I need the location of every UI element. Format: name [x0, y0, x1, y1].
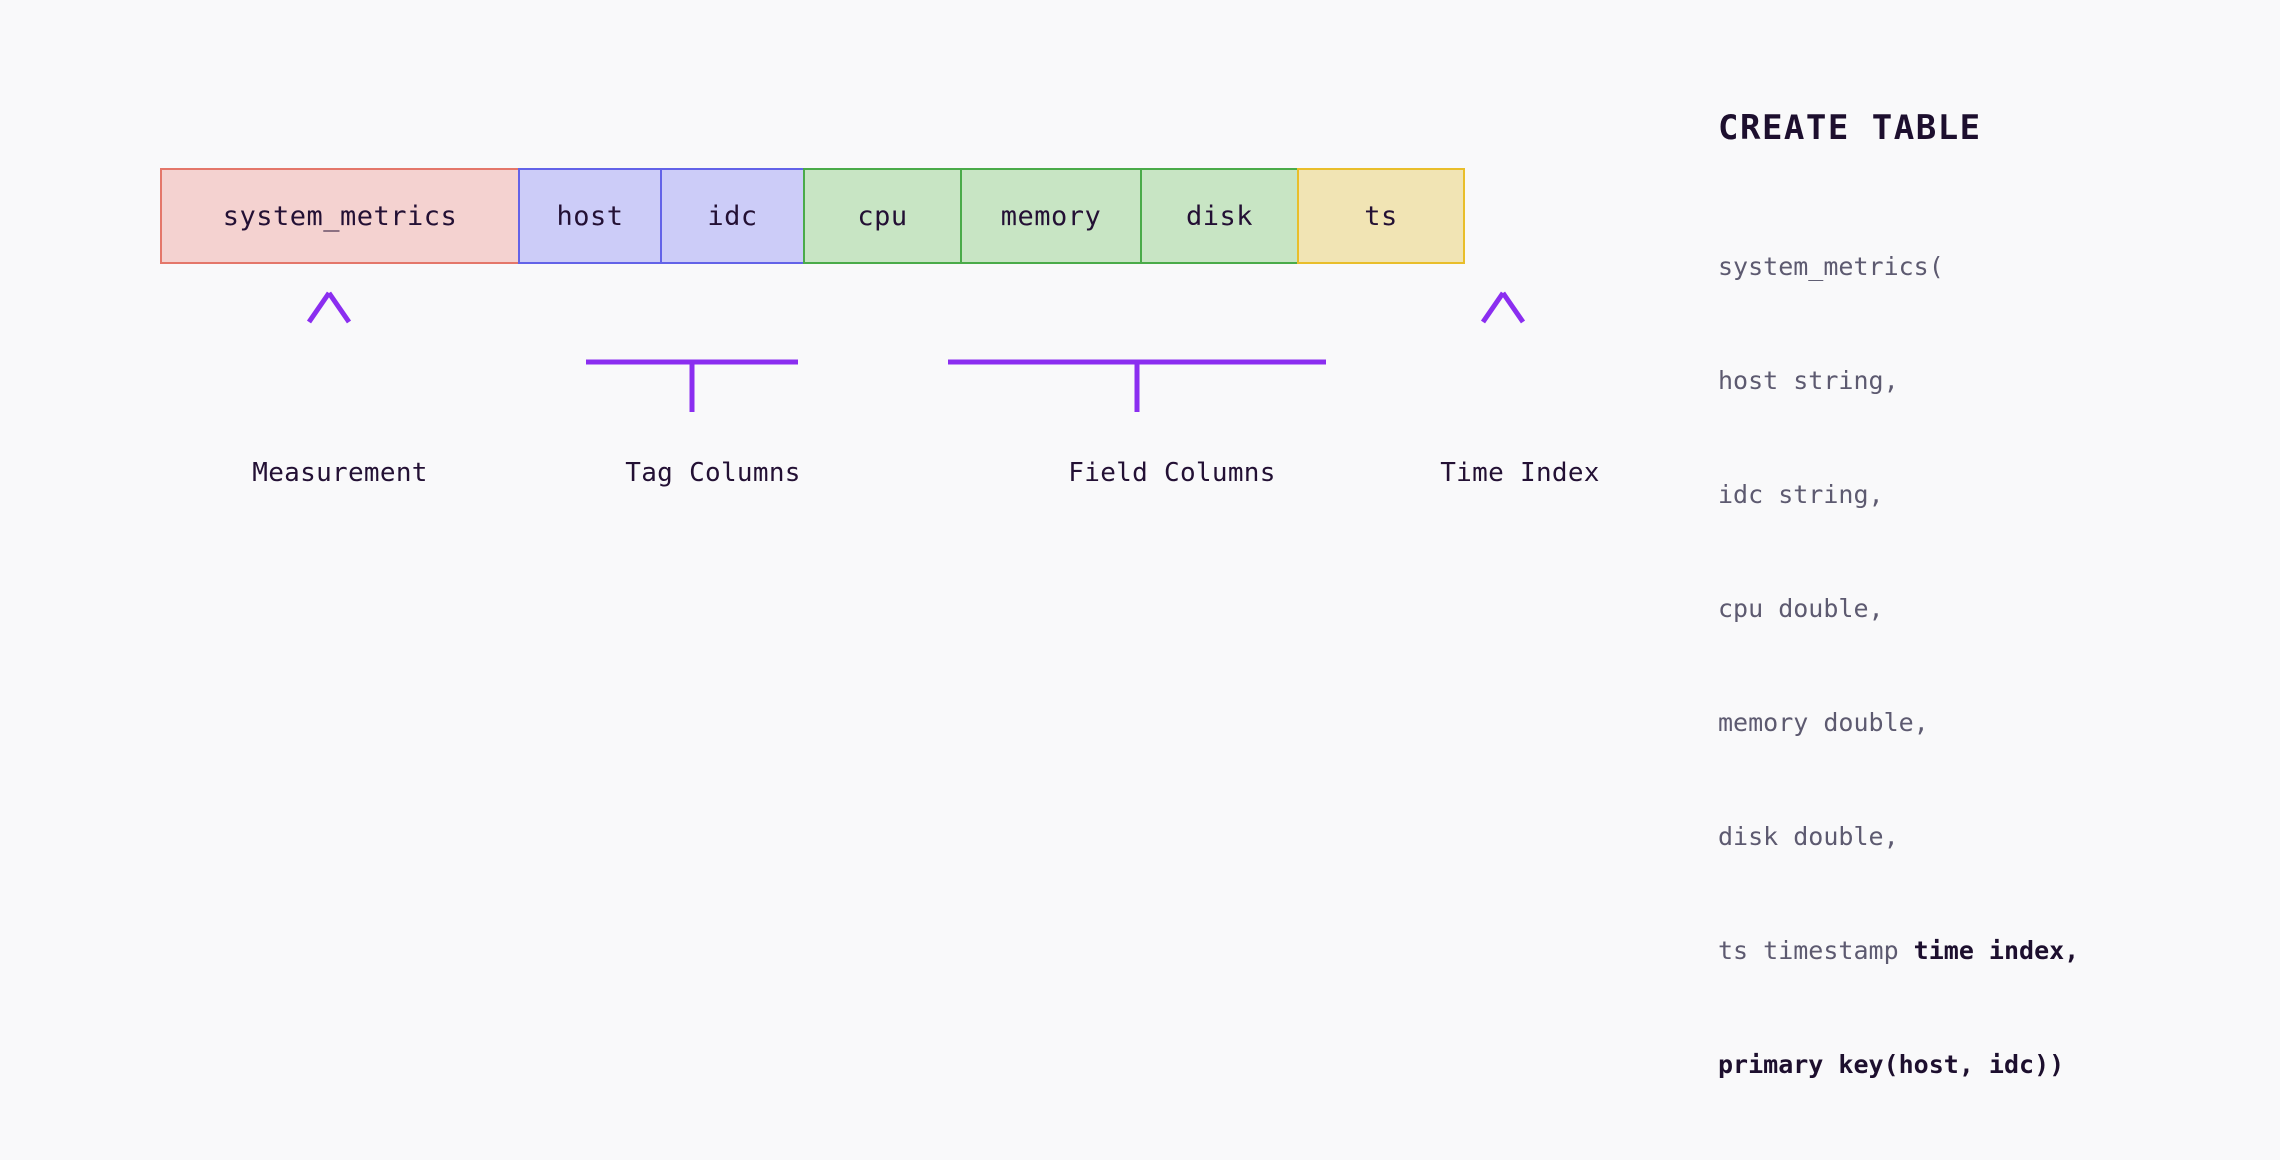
- sql-line-plain: idc string,: [1718, 480, 1884, 509]
- sql-line: ts timestamp time index,: [1718, 932, 2238, 970]
- field-columns-bracket-icon: [948, 299, 1326, 412]
- sql-line: idc string,: [1718, 476, 2238, 514]
- sql-line: primary key(host, idc)): [1718, 1046, 2238, 1084]
- sql-line-plain: disk double,: [1718, 822, 1899, 851]
- sql-line-plain: cpu double,: [1718, 594, 1884, 623]
- sql-line-plain: ts timestamp: [1718, 936, 1914, 965]
- sql-line-plain: system_metrics(: [1718, 252, 1944, 281]
- sql-line-plain: host string,: [1718, 366, 1899, 395]
- schema-cell-ts[interactable]: ts: [1297, 168, 1465, 264]
- sql-line: memory double,: [1718, 704, 2238, 742]
- schema-cell-cpu[interactable]: cpu: [802, 168, 963, 264]
- schema-cell-disk[interactable]: disk: [1139, 168, 1300, 264]
- measurement-arrow-icon: [306, 291, 352, 409]
- sql-line-bold: primary key(host, idc)): [1718, 1050, 2065, 1079]
- sql-line: system_metrics(: [1718, 248, 2238, 286]
- caption-field-columns: Field Columns: [1068, 458, 1276, 488]
- schema-cell-memory[interactable]: memory: [960, 168, 1142, 264]
- schema-row: system_metrics host idc cpu memory disk …: [160, 168, 1465, 264]
- sql-panel: CREATE TABLE system_metrics( host string…: [1718, 108, 2238, 1160]
- schema-cell-measurement[interactable]: system_metrics: [160, 168, 520, 264]
- tag-columns-bracket-icon: [586, 299, 798, 412]
- sql-line-plain: memory double,: [1718, 708, 1929, 737]
- caption-tag-columns: Tag Columns: [625, 458, 801, 488]
- schema-cell-idc[interactable]: idc: [660, 168, 805, 264]
- caption-measurement: Measurement: [252, 458, 428, 488]
- sql-line: disk double,: [1718, 818, 2238, 856]
- sql-title: CREATE TABLE: [1718, 108, 1982, 148]
- sql-line: cpu double,: [1718, 590, 2238, 628]
- schema-cell-host[interactable]: host: [517, 168, 663, 264]
- sql-line-bold: time index,: [1913, 936, 2080, 965]
- diagram-canvas: system_metrics host idc cpu memory disk …: [160, 108, 2079, 1079]
- time-index-arrow-icon: [1480, 291, 1526, 409]
- sql-body: system_metrics( host string, idc string,…: [1718, 172, 2238, 1160]
- sql-line: host string,: [1718, 362, 2238, 400]
- caption-time-index: Time Index: [1440, 458, 1600, 488]
